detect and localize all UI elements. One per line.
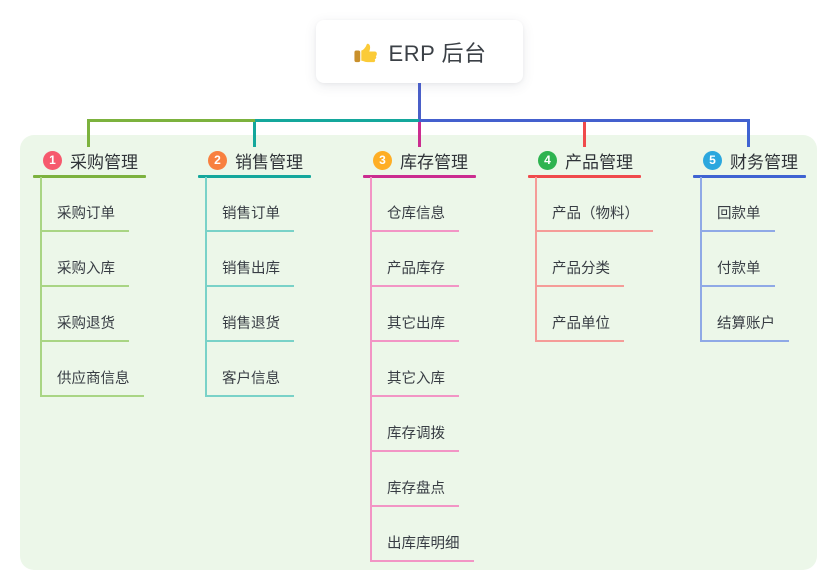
branch-sales: 2 销售管理 销售订单 销售出库 销售退货 客户信息 [198,146,363,397]
branch-product: 4 产品管理 产品（物料） 产品分类 产品单位 [528,146,693,342]
topic-finance[interactable]: 5 财务管理 [693,146,839,174]
branch-child-line [535,177,537,342]
topic-product[interactable]: 4 产品管理 [528,146,693,174]
thumbs-up-icon [353,43,377,62]
child-node[interactable]: 销售订单 [205,177,294,232]
connector-horizontal-green [87,119,255,122]
branch-children: 产品（物料） 产品分类 产品单位 [535,177,653,342]
connector-drop-inventory [418,122,421,147]
root-node[interactable]: ERP 后台 [316,20,523,83]
branch-child-line [700,177,702,342]
badge-number: 1 [43,150,62,170]
child-node[interactable]: 产品（物料） [535,177,653,232]
child-node[interactable]: 出库库明细 [370,507,474,562]
child-node[interactable]: 仓库信息 [370,177,474,232]
connector-horizontal-teal [255,119,419,122]
branch-children: 销售订单 销售出库 销售退货 客户信息 [205,177,294,397]
child-node[interactable]: 产品单位 [535,287,653,342]
topic-underline [198,175,311,178]
connector-drop-finance [747,119,750,147]
badge-number: 4 [538,150,557,170]
topic-underline [33,175,146,178]
branch-inventory: 3 库存管理 仓库信息 产品库存 其它出库 其它入库 库存调拨 库存盘点 出库库… [363,146,528,562]
child-node[interactable]: 采购订单 [40,177,144,232]
child-node[interactable]: 客户信息 [205,342,294,397]
topic-underline [693,175,806,178]
child-node[interactable]: 其它入库 [370,342,474,397]
topic-label: 销售管理 [235,152,303,172]
child-node[interactable]: 库存调拨 [370,397,474,452]
badge-number: 5 [703,150,722,170]
branch-children: 回款单 付款单 结算账户 [700,177,789,342]
child-node[interactable]: 供应商信息 [40,342,144,397]
child-node[interactable]: 销售退货 [205,287,294,342]
badge-number: 3 [373,150,392,170]
child-node[interactable]: 采购入库 [40,232,144,287]
child-node[interactable]: 付款单 [700,232,789,287]
branch-child-line [370,177,372,562]
child-node[interactable]: 结算账户 [700,287,789,342]
root-label: ERP 后台 [388,40,487,66]
topic-label: 库存管理 [400,152,468,172]
topic-label: 采购管理 [70,152,138,172]
topic-sales[interactable]: 2 销售管理 [198,146,363,174]
connector-drop-purchase [87,119,90,147]
child-node[interactable]: 库存盘点 [370,452,474,507]
topic-underline [528,175,641,178]
child-node[interactable]: 产品库存 [370,232,474,287]
child-node[interactable]: 销售出库 [205,232,294,287]
branch-finance: 5 财务管理 回款单 付款单 结算账户 [693,146,839,342]
connector-drop-product [583,122,586,147]
child-node[interactable]: 产品分类 [535,232,653,287]
badge-number: 2 [208,150,227,170]
topic-inventory[interactable]: 3 库存管理 [363,146,528,174]
connector-horizontal-blue [419,119,750,122]
topic-underline [363,175,476,178]
connector-root-drop [418,83,421,121]
topic-purchase[interactable]: 1 采购管理 [33,146,198,174]
connector-drop-sales [253,122,256,147]
child-node[interactable]: 回款单 [700,177,789,232]
branch-child-line [40,177,42,397]
child-node[interactable]: 其它出库 [370,287,474,342]
branch-child-line [205,177,207,397]
branch-purchase: 1 采购管理 采购订单 采购入库 采购退货 供应商信息 [33,146,198,397]
topic-label: 财务管理 [730,152,798,172]
topic-label: 产品管理 [565,152,633,172]
branch-children: 仓库信息 产品库存 其它出库 其它入库 库存调拨 库存盘点 出库库明细 [370,177,474,562]
branches-panel [20,135,817,570]
branch-children: 采购订单 采购入库 采购退货 供应商信息 [40,177,144,397]
child-node[interactable]: 采购退货 [40,287,144,342]
